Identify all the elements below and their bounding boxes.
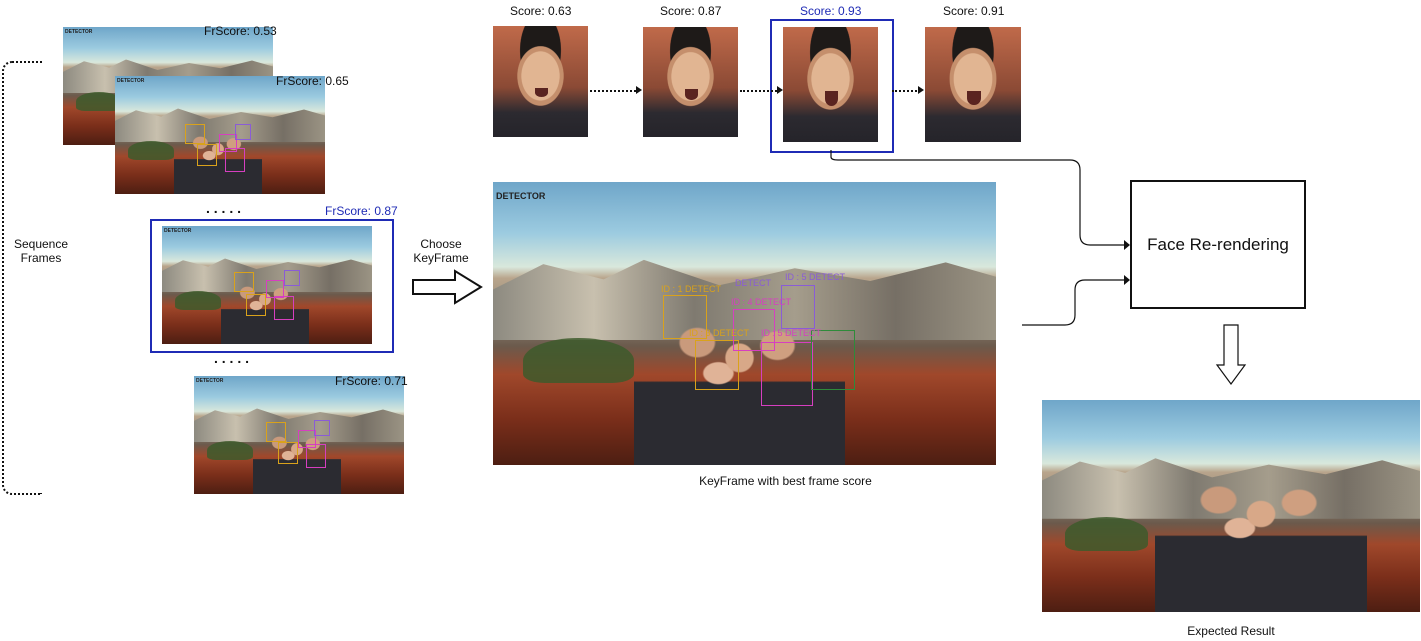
sequence-frames: Sequence Frames DETECTOR FrScore: 0.53 D… bbox=[0, 0, 420, 641]
ellipsis-2: . . . . . bbox=[214, 350, 250, 366]
detect-box bbox=[733, 309, 775, 351]
detect-label: ID : 4 DETECT bbox=[731, 297, 792, 307]
detect-box bbox=[695, 340, 739, 390]
detector-tag: DETECTOR bbox=[164, 228, 192, 234]
face-connector-1 bbox=[590, 90, 636, 92]
sequence-bracket bbox=[2, 61, 42, 495]
sequence-frame-2: DETECTOR bbox=[115, 76, 325, 194]
face-crop-2 bbox=[643, 27, 738, 137]
frame-score-3: FrScore: 0.87 bbox=[325, 204, 398, 218]
face-rerendering-box: Face Re-rendering bbox=[1130, 180, 1306, 309]
detect-label: ID : 3 DETECT bbox=[689, 328, 750, 338]
detector-tag: DETECTOR bbox=[65, 29, 93, 35]
face-connector-2 bbox=[740, 90, 780, 92]
face-score-2: Score: 0.87 bbox=[660, 4, 722, 18]
face-score-4: Score: 0.91 bbox=[943, 4, 1005, 18]
detector-tag: DETECTOR bbox=[117, 78, 145, 84]
detect-box bbox=[781, 285, 815, 329]
face-crop-4 bbox=[925, 27, 1021, 142]
detect-box bbox=[811, 330, 855, 390]
face-score-3: Score: 0.93 bbox=[800, 4, 862, 18]
detect-label: ID : 5 DETECT bbox=[761, 328, 822, 338]
expected-result-image bbox=[1042, 400, 1420, 612]
expected-result-caption: Expected Result bbox=[1187, 624, 1275, 638]
frame-score-1: FrScore: 0.53 bbox=[204, 24, 277, 38]
frame-score-2: FrScore: 0.65 bbox=[276, 74, 349, 88]
face-crop-3 bbox=[783, 27, 878, 142]
choose-keyframe-label: Choose KeyFrame bbox=[413, 237, 469, 265]
face-rerendering-label: Face Re-rendering bbox=[1147, 234, 1289, 254]
keyframe-image: DETECTOR ID : 1 DETECT DETECT ID : 5 DET… bbox=[493, 182, 996, 465]
frame-score-4: FrScore: 0.71 bbox=[335, 374, 408, 388]
keyframe-detector-tag: DETECTOR bbox=[496, 191, 546, 201]
sequence-frames-label: Sequence Frames bbox=[13, 237, 69, 265]
ellipsis-1: . . . . . bbox=[206, 200, 242, 216]
detect-label: DETECT bbox=[735, 278, 771, 288]
face-score-1: Score: 0.63 bbox=[510, 4, 572, 18]
sequence-frame-4: DETECTOR bbox=[194, 376, 404, 494]
detector-tag: DETECTOR bbox=[196, 378, 224, 384]
sequence-frame-3: DETECTOR bbox=[162, 226, 372, 344]
face-crop-1 bbox=[493, 26, 588, 137]
detect-box bbox=[663, 295, 707, 339]
selected-frame-highlight bbox=[150, 219, 394, 353]
detect-box bbox=[761, 342, 813, 406]
face-connector-3 bbox=[892, 90, 920, 92]
selected-face-highlight bbox=[770, 19, 894, 153]
detect-label: ID : 5 DETECT bbox=[785, 272, 846, 282]
keyframe-caption: KeyFrame with best frame score bbox=[699, 474, 872, 488]
detect-label: ID : 1 DETECT bbox=[661, 284, 722, 294]
